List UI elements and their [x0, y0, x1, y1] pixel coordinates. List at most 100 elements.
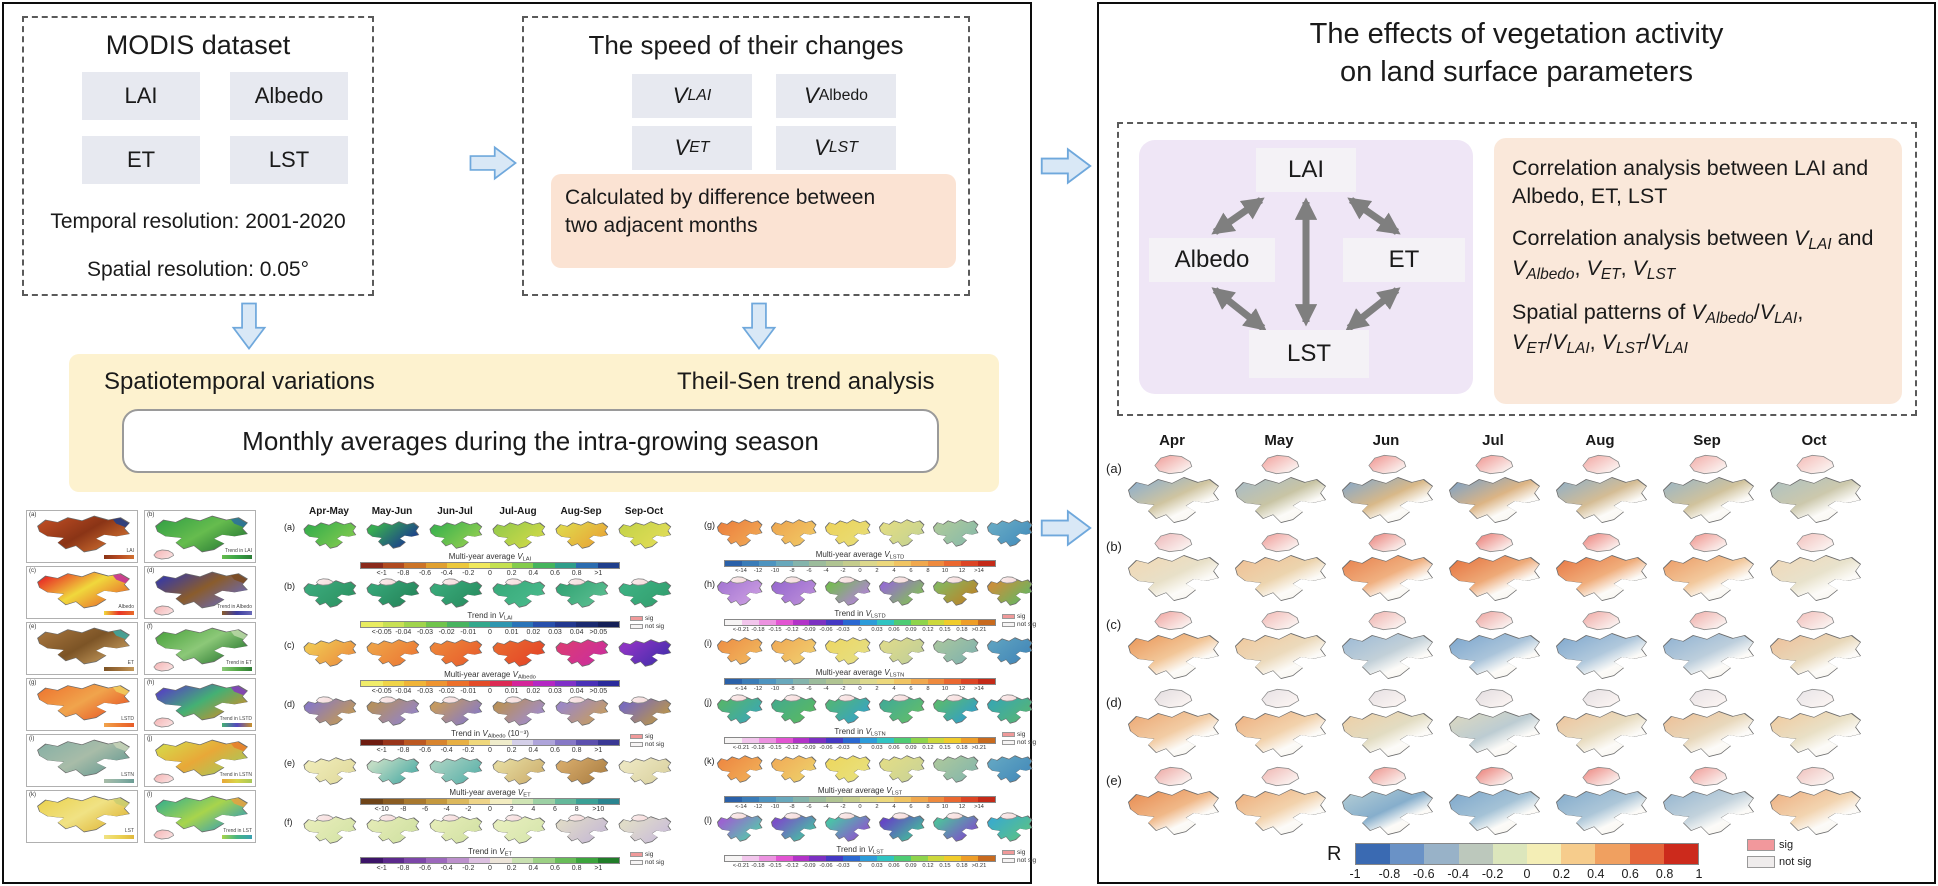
sig-legend-row: sig	[630, 615, 664, 623]
colorbar-segment	[843, 856, 860, 861]
colorbar-segment	[910, 856, 928, 861]
colorbar-segment	[978, 856, 995, 861]
mini-map-blob-fill	[430, 758, 482, 784]
mini-colorbar-label: LSTD	[121, 716, 134, 722]
mini-map-blob-fill	[987, 520, 1032, 546]
upper-basin-blob	[1368, 454, 1407, 475]
mini-upper-blob	[568, 578, 586, 586]
colorbar-tick: -6	[806, 686, 812, 692]
mini-map-blob	[933, 519, 979, 547]
map-cell	[1334, 687, 1438, 761]
map-corner-region	[108, 572, 129, 586]
mini-colorbar-label: ET	[127, 660, 134, 666]
modis-chip-et: ET	[82, 136, 200, 184]
mini-map-blob	[555, 757, 609, 785]
colorbar-segment	[961, 679, 979, 684]
map-cell	[1548, 453, 1652, 527]
row-letter: (f)	[284, 817, 293, 827]
upper-basin-blob-fill	[1690, 767, 1727, 786]
colorbar	[724, 796, 996, 803]
colorbar	[724, 855, 996, 862]
mini-upper-blob	[838, 576, 856, 584]
upper-basin-blob	[1582, 766, 1621, 787]
upper-basin-blob-fill	[1155, 611, 1192, 630]
colorbar-segment	[775, 738, 793, 743]
row-letter: (i)	[704, 638, 712, 648]
map-panel-b: (b)Trend in LAI	[144, 510, 256, 563]
map-cell	[1227, 453, 1331, 527]
mini-map-blob-fill	[430, 640, 482, 666]
colorbar-tick: 6	[909, 686, 913, 692]
r-bar-segment	[1527, 844, 1562, 864]
mini-map-blob	[879, 637, 925, 665]
colorbar-label: Multi-year average VLST	[817, 786, 903, 797]
colorbar-segment	[809, 561, 827, 566]
mini-upper-blob	[730, 694, 748, 702]
sig-swatch	[1747, 839, 1775, 852]
upper-basin-blob	[1154, 610, 1193, 631]
colorbar-tick: <-0.21	[732, 627, 750, 633]
mini-upper-blob-fill	[946, 695, 963, 701]
sig-inset-blob	[153, 549, 175, 560]
sig-swatch	[1002, 731, 1015, 737]
colorbar-segment	[978, 738, 995, 743]
colorbar-segment	[511, 740, 533, 745]
colorbar-segment	[775, 620, 793, 625]
colorbar-segment	[576, 799, 598, 804]
upper-basin-blob	[1689, 532, 1728, 553]
r-tick: 1	[1695, 867, 1703, 881]
mini-map-blob-fill	[493, 758, 545, 784]
map-panel-c: (c)Albedo	[26, 566, 138, 619]
colorbar-segment	[468, 681, 490, 686]
mini-map-blob	[933, 637, 979, 665]
mini-upper-blob	[892, 694, 910, 702]
colorbar-tick: 0.4	[528, 570, 539, 577]
upper-basin-blob	[1796, 610, 1835, 631]
colorbar-label: Trend in VLSTN	[834, 727, 886, 738]
mini-upper-blob	[784, 812, 802, 820]
colorbar-tick: 0.03	[871, 627, 883, 633]
row-letter: (c)	[284, 640, 295, 650]
upper-basin-blob	[1475, 454, 1514, 475]
colorbar-tick: 0	[488, 570, 492, 577]
upper-basin-blob	[1368, 688, 1407, 709]
colorbar	[724, 737, 996, 744]
map-cell	[1655, 531, 1759, 605]
colorbar-segment	[361, 799, 383, 804]
colorbar-tick: -0.06	[819, 745, 833, 751]
colorbar-segment	[843, 738, 860, 743]
colorbar-segment	[490, 622, 512, 627]
colorbar-tick: -0.04	[395, 629, 412, 636]
colorbar-tick: -0.09	[802, 745, 816, 751]
colorbar-tick: 0.2	[506, 865, 517, 872]
colorbar-tick: 0.4	[528, 865, 539, 872]
panel-letter: (i)	[29, 736, 35, 742]
r-bar-segment	[1356, 844, 1391, 864]
colorbar-segment	[826, 620, 844, 625]
map-cell	[1120, 453, 1224, 527]
upper-basin-blob-fill	[1155, 689, 1192, 708]
colorbar-segment	[927, 620, 945, 625]
colorbar-tick: -8	[789, 804, 795, 810]
colorbar-tick: -4	[823, 804, 829, 810]
colorbar-segment	[910, 738, 928, 743]
row-letter: (a)	[284, 522, 295, 532]
colorbar-tick: 0.06	[888, 627, 900, 633]
colorbar-segment	[910, 620, 928, 625]
mini-map-blob	[618, 757, 672, 785]
colorbar-tick: -10	[770, 568, 780, 574]
analysis-band: Spatiotemporal variations Theil-Sen tren…	[69, 354, 999, 492]
upper-basin-blob-fill	[1797, 533, 1834, 552]
map-cell	[1120, 687, 1224, 761]
upper-basin-blob-fill	[1583, 533, 1620, 552]
colorbar-segment	[860, 679, 877, 684]
month-header-aug: Aug	[1585, 432, 1615, 449]
colorbar-segment	[893, 561, 911, 566]
colorbar-segment	[809, 679, 827, 684]
colorbar-tick: >0.21	[971, 863, 987, 869]
r-tick: -1	[1349, 867, 1361, 881]
colorbar-tick: -0.01	[460, 629, 477, 636]
